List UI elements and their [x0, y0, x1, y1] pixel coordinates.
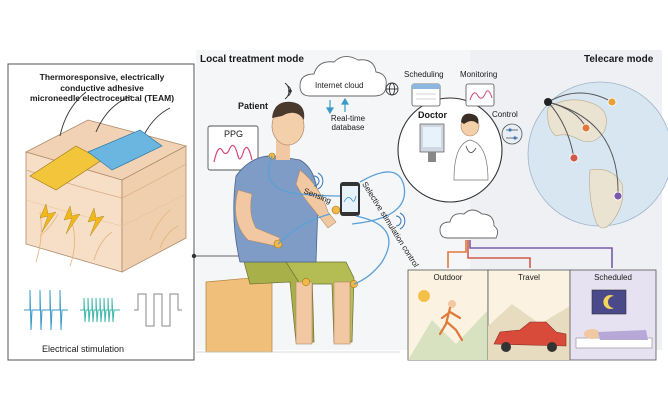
- cloud-icon-lower: [439, 209, 499, 239]
- stimulation-waveforms: [24, 289, 182, 331]
- scenario-scheduled-label: Scheduled: [594, 273, 632, 282]
- location-dot-outdoor: [581, 123, 591, 133]
- cloud-icon: [299, 56, 387, 97]
- connector-dot: [191, 253, 197, 259]
- wireless-icon: [313, 172, 406, 230]
- team-title-line2: conductive adhesive: [60, 82, 144, 93]
- database-label: Real-time database: [322, 114, 374, 132]
- ppg-label: PPG: [224, 129, 244, 139]
- monitoring-label: Monitoring: [460, 70, 498, 79]
- scenario-outdoor-label: Outdoor: [433, 273, 463, 282]
- team-title-line1: Thermoresponsive, electrically: [39, 72, 165, 82]
- distribution-lines: [447, 240, 613, 268]
- patient-figure: [205, 101, 358, 353]
- monitoring-icon: [465, 83, 495, 107]
- cloud-label: Internet cloud: [315, 81, 364, 90]
- moon-icon: [603, 295, 614, 310]
- phone-icon: [340, 182, 360, 216]
- wifi-icon: [284, 82, 292, 100]
- signal-wires: [267, 155, 406, 285]
- control-label: Control: [492, 110, 518, 119]
- location-dot-scheduled: [613, 191, 623, 201]
- sun-icon: [418, 290, 430, 302]
- scheduling-icon: [411, 83, 441, 107]
- scheduling-label: Scheduling: [404, 70, 444, 79]
- ppg-waveform: [213, 144, 253, 163]
- location-dot-extra: [607, 97, 617, 107]
- globe: [527, 81, 668, 229]
- local-mode-header: Local treatment mode: [200, 54, 304, 65]
- scenario-outdoor: [407, 269, 489, 361]
- stimulation-label: Electrical stimulation: [42, 344, 125, 354]
- globe-icon: [385, 82, 399, 96]
- car-icon: [493, 321, 567, 352]
- scenario-travel-label: Travel: [518, 273, 540, 282]
- ppg-box: [207, 125, 259, 171]
- database-label-line1: Real-time: [330, 114, 366, 123]
- blue-electrode: [87, 129, 163, 171]
- bed-icon: [575, 329, 653, 349]
- hub-dot: [544, 98, 552, 106]
- team-title-line3: microneedle electroceutical (TEAM): [29, 93, 175, 103]
- scenario-travel: [487, 269, 571, 361]
- doctor-figure: [419, 113, 489, 181]
- control-icon: [501, 123, 523, 145]
- team-title: Thermoresponsive, electrically conductiv…: [12, 72, 192, 104]
- doctor-label: Doctor: [418, 110, 447, 120]
- runner-icon: [438, 300, 464, 342]
- database-arrows: [325, 97, 350, 115]
- database-label-line2: database: [331, 123, 365, 132]
- doctor-circle: [397, 97, 503, 203]
- location-dot-travel: [569, 153, 579, 163]
- scenario-scheduled: [569, 269, 657, 361]
- lightning-icon: [39, 203, 105, 237]
- patient-label: Patient: [238, 101, 269, 111]
- telecare-mode-header: Telecare mode: [584, 54, 654, 65]
